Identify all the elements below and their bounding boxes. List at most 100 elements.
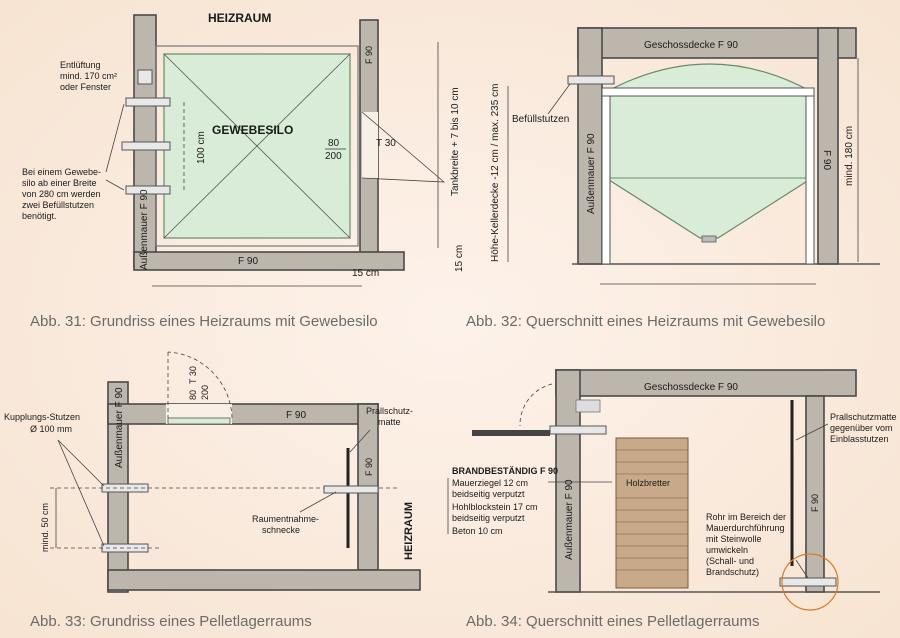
fig31-note-l2: silo ab einer Breite — [22, 178, 97, 188]
fig31-vent-note: Entlüftung mind. 170 cm² oder Fenster — [60, 60, 120, 92]
fig34-vent-block — [575, 399, 601, 413]
fig33-door-swing — [167, 351, 233, 419]
fig33-screw-l2: schnecke — [262, 525, 300, 535]
fig34-section: Holzbretter Prallschutzmatte gegenüber v… — [447, 369, 899, 611]
fig34-impact-l3: Einblasstutzen — [830, 434, 889, 444]
fig32-frame-top — [601, 87, 815, 97]
fig32-ceiling-label: Geschossdecke F 90 — [644, 40, 738, 51]
fig34-impact-l1: Prallschutzmatte — [830, 412, 897, 422]
fig34-fire-l3: Hohlblockstein 17 cm — [452, 502, 538, 512]
fig32-min180: mind. 180 cm — [844, 126, 855, 186]
fig31-15b: 15 cm — [352, 268, 379, 279]
fig33-bottom-wall — [107, 569, 421, 591]
fig34-impact: Prallschutzmatte gegenüber vom Einblasst… — [830, 412, 899, 444]
fig34-detail-circle — [781, 553, 839, 611]
fig32-section: Geschossdecke F 90 Befüllstutzen Außenma… — [490, 27, 880, 285]
fig33-coupling-leader-a — [57, 439, 105, 487]
fig34-boards-label: Holzbretter — [626, 478, 670, 488]
fig31-outer-wall: Außenmauer F 90 — [139, 189, 150, 270]
fig31-note-l5: benötigt. — [22, 211, 57, 221]
fig31-vent — [137, 69, 153, 85]
fig33-screw — [323, 485, 379, 494]
fig33-floorplan: 80 T 30 200 F 90 Außenmauer F 90 F 90 Pr… — [4, 351, 421, 593]
fig31-floorplan: HEIZRAUM GEWEBESILO 100 cm F 90 F 90 Auß… — [22, 11, 465, 287]
fig31-d100: 100 cm — [196, 131, 207, 164]
fig34-f90: F 90 — [810, 494, 820, 512]
fig34-fire-l4: beidseitig verputzt — [452, 513, 525, 523]
fig33-coupling: Kupplungs-Stutzen — [4, 412, 80, 422]
fig34-pipe-l5: (Schall- und — [706, 556, 754, 566]
fig34-pipe-l2: Mauerdurchführung — [706, 523, 785, 533]
fig31-pipe-2 — [121, 141, 171, 151]
fig32-frame-left — [601, 95, 611, 265]
fig33-impact-l1: Prallschutz- — [366, 406, 413, 416]
fig33-top-wall — [107, 403, 379, 425]
fig33-caption: Abb. 33: Grundriss eines Pelletlagerraum… — [30, 613, 312, 630]
fig31-note-l4: zwei Befüllstutzen — [22, 200, 94, 210]
fig31-15a: 15 cm — [454, 245, 465, 272]
fig31-pipe-1 — [125, 97, 171, 107]
fig31-title: HEIZRAUM — [208, 11, 271, 25]
fig34-impact-l2: gegenüber vom — [830, 423, 893, 433]
fig31-note-l1: Bei einem Gewebe- — [22, 167, 101, 177]
fig31-f90-bottom: F 90 — [238, 256, 258, 267]
fig34-pipe-l1: Rohr im Bereich der — [706, 512, 786, 522]
fig31-vent-l3: oder Fenster — [60, 82, 111, 92]
fig33-min50: mind. 50 cm — [40, 503, 50, 552]
fig34-caption: Abb. 34: Querschnitt eines Pelletlagerra… — [466, 613, 760, 630]
fig31-note-l3: von 280 cm werden — [22, 189, 101, 199]
fig34-pipe-l3: mit Steinwolle — [706, 534, 762, 544]
fig33-f90-right: F 90 — [364, 458, 374, 476]
fig33-f90-top: F 90 — [286, 410, 306, 421]
fig34-impact-leader — [795, 423, 829, 441]
fig33-screw-l1: Raumentnahme- — [252, 514, 319, 524]
fig34-ceiling-label: Geschossdecke F 90 — [644, 382, 738, 393]
fig32-right-wall — [817, 27, 839, 265]
fig34-inlet-pipe — [549, 425, 607, 435]
fig31-silo-label: GEWEBESILO — [212, 123, 293, 137]
fig34-fire-lines: Mauerziegel 12 cm beidseitig verputzt Ho… — [452, 478, 540, 536]
fig32-ceiling — [577, 27, 857, 59]
fig34-fire-l5: Beton 10 cm — [452, 526, 503, 536]
fig31-leader-b — [105, 179, 125, 191]
fig31-vent-l1: Entlüftung — [60, 60, 101, 70]
fig33-screw-leader — [299, 491, 337, 513]
fig31-leader-a — [105, 103, 125, 173]
fig33-diameter: Ø 100 mm — [30, 424, 72, 434]
fig32-outlet — [701, 235, 717, 243]
fig31-t30: T 30 — [376, 138, 396, 149]
fig34-fire-l1: Mauerziegel 12 cm — [452, 478, 528, 488]
fig31-f90-right: F 90 — [364, 46, 374, 64]
fig34-board-lines — [616, 449, 688, 571]
fig34-boards — [615, 437, 689, 589]
fig31-pipe-3 — [125, 185, 171, 195]
fig34-fire-l2: beidseitig verputzt — [452, 489, 525, 499]
fig32-outer-wall: Außenmauer F 90 — [586, 133, 597, 214]
fig32-height: Höhe-Kellerdecke -12 cm / max. 235 cm — [490, 84, 501, 262]
fig33-door-t30: T 30 — [188, 366, 198, 384]
fig33-impact-l2: matte — [378, 417, 401, 427]
fig34-outer-wall: Außenmauer F 90 — [564, 479, 575, 560]
fig34-pipe-note: Rohr im Bereich der Mauerdurchführung mi… — [706, 512, 789, 577]
fig31-door-200: 200 — [325, 151, 342, 162]
fig34-door-swing — [519, 383, 553, 427]
fig33-door — [167, 417, 231, 425]
fig32-f90: F 90 — [821, 150, 832, 170]
fig31-bottom-wall — [133, 251, 405, 271]
fig33-impact-leader — [349, 429, 371, 453]
fig34-fire-title: BRANDBESTÄNDIG F 90 — [452, 466, 558, 476]
fig32-silo — [605, 63, 813, 239]
fig31-door-opening — [362, 112, 378, 178]
fig33-outer-wall: Außenmauer F 90 — [114, 387, 125, 468]
fig34-pipe-leader — [795, 559, 809, 579]
fig33-heizraum: HEIZRAUM — [403, 502, 415, 560]
fig32-inlet-leader — [547, 83, 571, 115]
fig31-diag-b — [163, 53, 351, 239]
fig32-inlet-pipe — [567, 75, 615, 85]
fig32-inlet-label: Befüllstutzen — [512, 114, 569, 125]
fig34-pipe-l6: Brandschutz) — [706, 567, 759, 577]
fig31-note: Bei einem Gewebe- silo ab einer Breite v… — [22, 167, 104, 221]
fig31-vent-l2: mind. 170 cm² — [60, 71, 117, 81]
fig34-outside-pipe — [472, 430, 550, 436]
